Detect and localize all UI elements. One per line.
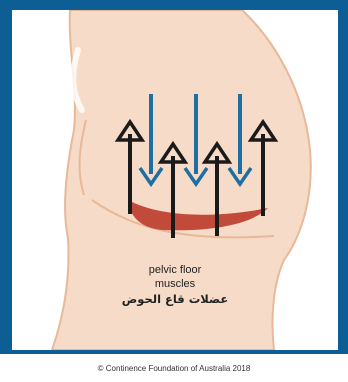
blue-frame: pelvic floor muscles عضلات قاع الحوض xyxy=(0,0,348,354)
muscle-label-line1: pelvic floor xyxy=(12,264,338,277)
copyright-footer: © Continence Foundation of Australia 201… xyxy=(0,364,348,373)
muscle-label-line2: muscles xyxy=(12,278,338,291)
muscle-label-arabic: عضلات قاع الحوض xyxy=(12,293,338,306)
illustration-panel: pelvic floor muscles عضلات قاع الحوض xyxy=(12,10,338,350)
